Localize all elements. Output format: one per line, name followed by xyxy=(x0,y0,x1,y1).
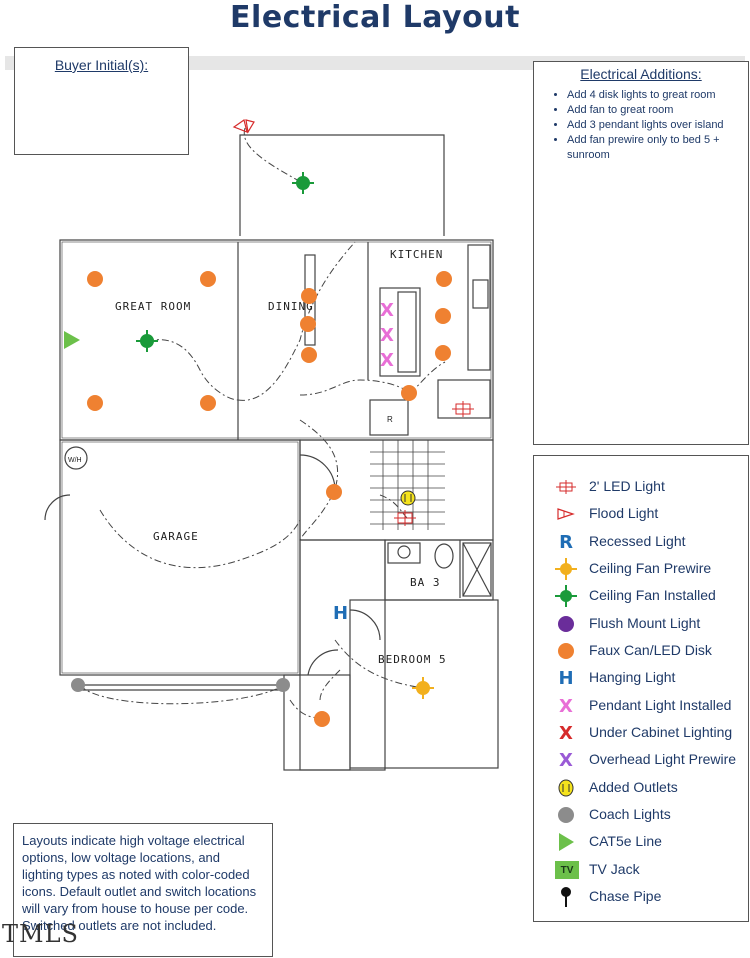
room-label-dining: DINING xyxy=(268,300,314,313)
legend-item-ceiling-fan-prewire: Ceiling Fan Prewire xyxy=(534,558,748,580)
water-heater-label: W/H xyxy=(68,457,82,464)
electrical-additions-panel: Electrical Additions: Add 4 disk lights … xyxy=(533,61,749,445)
electrical-additions-list: Add 4 disk lights to great room Add fan … xyxy=(534,88,748,163)
ceiling-fan-installed-sunroom xyxy=(292,172,314,194)
legend-label: Overhead Light Prewire xyxy=(589,751,737,767)
legend-label: Faux Can/LED Disk xyxy=(589,642,712,658)
room-label-garage: GARAGE xyxy=(153,530,199,543)
legend-item-flood-light: Flood Light xyxy=(534,503,748,525)
room-label-bedroom5: BEDROOM 5 xyxy=(378,653,447,666)
faux-can-led-disk-icon xyxy=(555,642,577,660)
recessed-light-icon: R xyxy=(559,531,573,553)
legend-item-cat5e-line: CAT5e Line xyxy=(534,831,748,853)
legend-label: Ceiling Fan Prewire xyxy=(589,560,712,576)
legend-item-ceiling-fan-installed: Ceiling Fan Installed xyxy=(534,585,748,607)
under-cabinet-lighting-icon: X xyxy=(559,722,573,744)
legend-label: Recessed Light xyxy=(589,533,686,549)
electrical-additions-heading: Electrical Additions: xyxy=(580,66,702,82)
legend-item-faux-can: Faux Can/LED Disk xyxy=(534,640,748,662)
legend-label: Flush Mount Light xyxy=(589,615,701,631)
disclaimer-text: Layouts indicate high voltage electrical… xyxy=(22,833,257,933)
coach-lights xyxy=(71,678,290,692)
upper-wall-block xyxy=(59,239,494,441)
legend-item-pendant-installed: X Pendant Light Installed xyxy=(534,695,748,717)
legend-label: 2' LED Light xyxy=(589,478,665,494)
legend-label: Hanging Light xyxy=(589,669,676,685)
legend-label: Under Cabinet Lighting xyxy=(589,724,733,740)
legend-item-added-outlets: Added Outlets xyxy=(534,777,748,799)
legend-label: CAT5e Line xyxy=(589,833,662,849)
legend-label: Ceiling Fan Installed xyxy=(589,587,716,603)
flood-light-marker xyxy=(232,119,255,134)
svg-text:X: X xyxy=(380,300,394,321)
overhead-light-prewire-icon: X xyxy=(559,749,573,771)
legend-label: Coach Lights xyxy=(589,806,671,822)
addition-item: Add fan prewire only to bed 5 + sunroom xyxy=(567,133,748,163)
pendant-lights-installed: XXX xyxy=(380,300,394,371)
legend-item-led-2ft: 2' LED Light xyxy=(534,476,748,498)
legend-item-tv-jack: TV TV Jack xyxy=(534,859,748,881)
flush-mount-light-icon xyxy=(555,615,577,633)
disclaimer-note: Layouts indicate high voltage electrical… xyxy=(13,823,273,957)
legend-label: Chase Pipe xyxy=(589,888,662,904)
floor-plan: GREAT ROOM DINING KITCHEN GARAGE BA 3 BE… xyxy=(44,119,499,771)
added-outlets-icon xyxy=(555,779,577,797)
tv-jack-icon: TV xyxy=(555,861,579,879)
flood-light-icon xyxy=(555,505,577,523)
led-2ft-icon xyxy=(555,478,577,496)
addition-item: Add fan to great room xyxy=(567,103,748,118)
faux-can-led-disks xyxy=(87,271,452,727)
added-outlet-marker xyxy=(400,490,416,506)
ceiling-fan-installed-great-room xyxy=(136,330,158,352)
chase-pipe-icon xyxy=(555,887,577,907)
coach-lights-icon xyxy=(555,806,577,824)
garage-walls xyxy=(59,439,301,676)
cat5e-line-marker xyxy=(64,331,80,349)
ceiling-fan-installed-icon xyxy=(555,585,577,607)
ceiling-fan-prewire-icon xyxy=(555,558,577,580)
legend-item-overhead-prewire: X Overhead Light Prewire xyxy=(534,749,748,771)
ceiling-fan-prewire-bedroom xyxy=(412,677,434,699)
legend-label: Pendant Light Installed xyxy=(589,697,732,713)
legend-item-hanging-light: H Hanging Light xyxy=(534,667,748,689)
room-label-ba3: BA 3 xyxy=(410,576,441,589)
refrigerator-label: R xyxy=(387,415,393,424)
addition-item: Add 4 disk lights to great room xyxy=(567,88,748,103)
legend-item-coach-lights: Coach Lights xyxy=(534,804,748,826)
led-2ft-light-markers xyxy=(394,401,474,526)
legend-item-flush-mount: Flush Mount Light xyxy=(534,613,748,635)
cat5e-line-icon xyxy=(555,833,577,851)
addition-item: Add 3 pendant lights over island xyxy=(567,118,748,133)
legend-panel: 2' LED Light Flood Light R Recessed Ligh… xyxy=(533,455,749,922)
legend-label: Added Outlets xyxy=(589,779,678,795)
svg-text:X: X xyxy=(380,325,394,346)
legend-label: TV Jack xyxy=(589,861,640,877)
svg-text:X: X xyxy=(380,350,394,371)
legend-item-recessed-light: R Recessed Light xyxy=(534,531,748,553)
buyer-initials-label: Buyer Initial(s): xyxy=(54,57,149,73)
buyer-initials-box: Buyer Initial(s): xyxy=(14,47,189,155)
page-title: Electrical Layout xyxy=(230,0,520,35)
legend-item-chase-pipe: Chase Pipe xyxy=(534,886,748,908)
legend-label: Flood Light xyxy=(589,505,659,521)
hanging-light-marker: H xyxy=(333,603,348,624)
pendant-light-installed-icon: X xyxy=(559,695,573,717)
room-label-kitchen: KITCHEN xyxy=(390,248,443,261)
watermark-logo: TMLS xyxy=(2,920,79,948)
hanging-light-icon: H xyxy=(558,667,574,689)
room-label-great-room: GREAT ROOM xyxy=(115,300,191,313)
legend-item-under-cabinet: X Under Cabinet Lighting xyxy=(534,722,748,744)
water-heater xyxy=(64,446,88,470)
